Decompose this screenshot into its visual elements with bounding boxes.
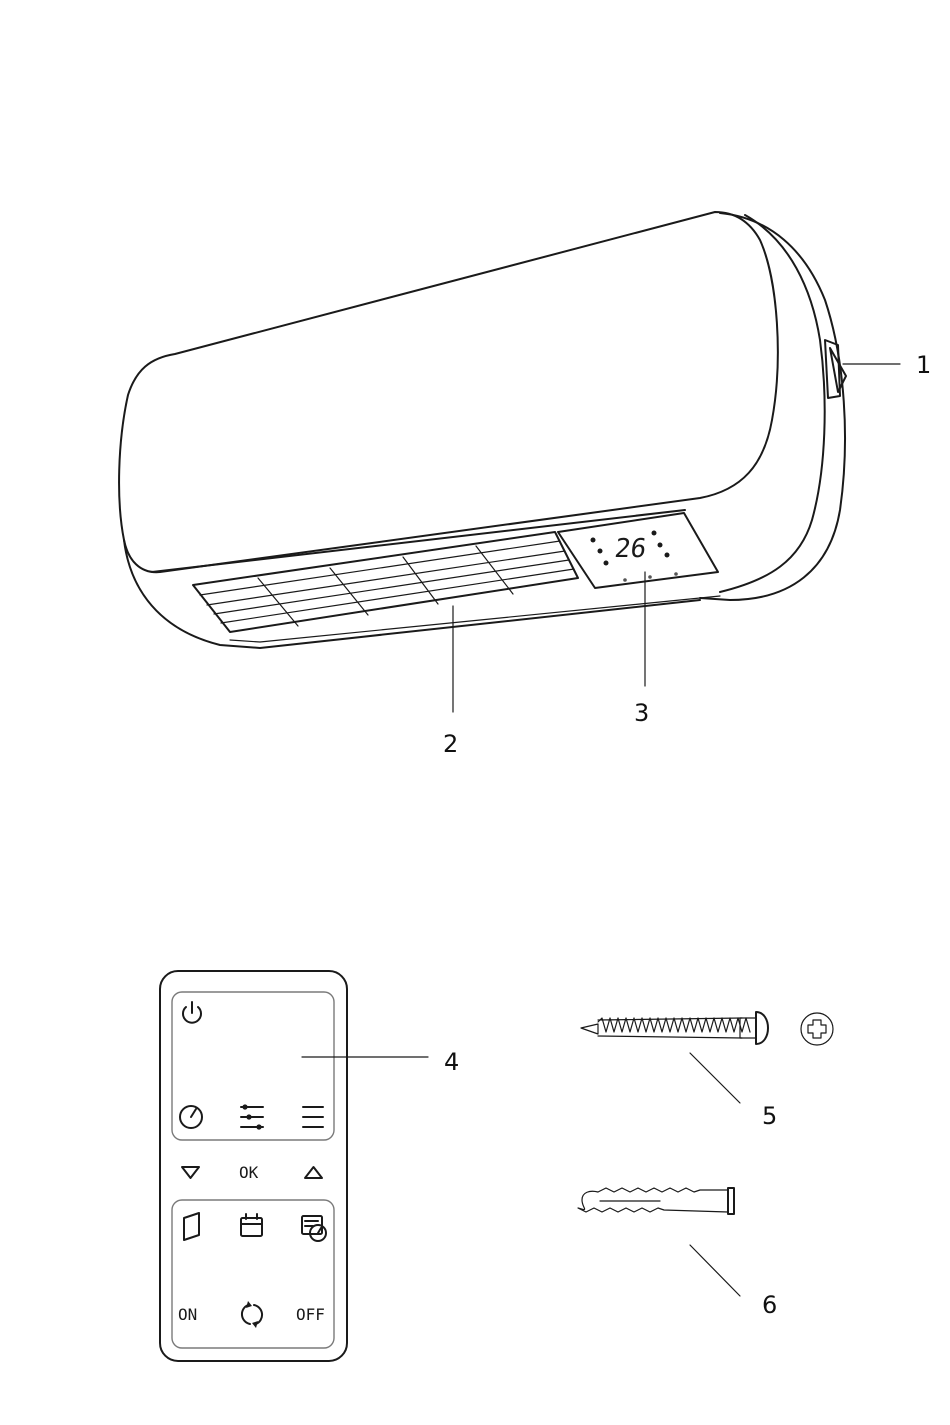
heater-bottom-edge: [230, 596, 720, 642]
heater-back-shell: [700, 213, 845, 600]
on-label: ON: [178, 1305, 197, 1324]
up-arrow-icon: [305, 1167, 322, 1178]
indicator-dot: [591, 538, 596, 543]
indicator-dot: [652, 531, 657, 536]
menu-icon: [303, 1107, 323, 1127]
callout-label-1: 1: [916, 351, 931, 379]
remote-control: OK ON OFF: [160, 971, 347, 1361]
down-arrow-icon: [182, 1167, 199, 1178]
callout-label-4: 4: [444, 1048, 459, 1076]
power-icon: [183, 1002, 201, 1023]
touch-button-dot: [648, 575, 652, 579]
callout-label-2: 2: [443, 730, 458, 758]
indicator-dot: [658, 543, 663, 548]
screw-tip: [581, 1024, 598, 1034]
callout-label-6: 6: [762, 1291, 777, 1319]
wall-heater: 26: [119, 212, 846, 648]
wall-plug-collar: [728, 1188, 734, 1214]
callout-line-5: [690, 1053, 740, 1103]
grille-slat: [221, 569, 574, 623]
grille-slat: [200, 541, 560, 595]
heater-display-value: 26: [613, 534, 648, 564]
remote-bottom-panel: [172, 1200, 334, 1348]
cycle-icon: [242, 1301, 262, 1328]
off-label: OFF: [296, 1305, 325, 1324]
indicator-dot: [598, 549, 603, 554]
schedule-timer-icon: [302, 1216, 326, 1241]
window-open-icon: [184, 1213, 199, 1240]
settings-sliders-icon: [241, 1104, 263, 1129]
indicator-dot: [665, 553, 670, 558]
indicator-dot: [604, 561, 609, 566]
timer-icon: [180, 1106, 202, 1128]
ok-label: OK: [239, 1163, 259, 1182]
grille-bar: [476, 546, 513, 594]
calendar-icon: [241, 1214, 262, 1236]
touch-button-dot: [674, 572, 678, 576]
callout-label-3: 3: [634, 699, 649, 727]
control-panel: 26: [558, 513, 718, 588]
callout-label-5: 5: [762, 1102, 777, 1130]
callout-line-6: [690, 1245, 740, 1296]
heater-front-body: [119, 212, 778, 572]
wall-plug-body: [578, 1188, 728, 1212]
screw: [581, 1012, 768, 1044]
screw-shank: [740, 1018, 756, 1038]
screw-head: [756, 1012, 768, 1044]
wall-plug: [578, 1188, 734, 1214]
touch-button-dot: [623, 578, 627, 582]
heater-side-edge: [720, 215, 825, 592]
phillips-head-icon: [801, 1013, 833, 1045]
air-outlet-grille: [193, 532, 578, 632]
